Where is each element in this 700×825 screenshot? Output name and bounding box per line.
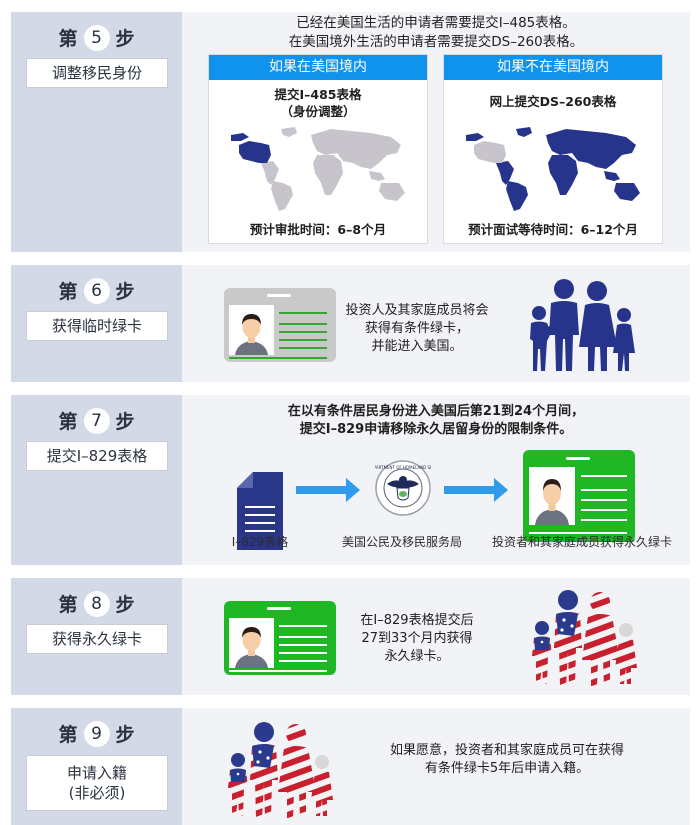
step-7-title: 提交I–829表格: [26, 441, 168, 471]
american-flag-family-icon: [532, 590, 637, 686]
step-number-badge: 6: [83, 277, 110, 304]
world-map-non-us-highlighted-icon: [466, 127, 640, 211]
step-prefix: 第: [58, 28, 78, 50]
step-7-sidebar: 第 7 步 提交I–829表格: [11, 395, 182, 565]
green-card-icon: [523, 450, 635, 542]
flow-label-uscis: 美国公民及移民服务局: [341, 535, 462, 549]
american-flag-family-icon: [228, 722, 333, 818]
flow-arrow-2: [444, 478, 508, 502]
step-9-heading: 第 9 步: [11, 720, 182, 747]
step-7-intro-line-2: 提交I–829申请移除永久居留身份的限制条件。: [299, 421, 573, 437]
panel-outside-us-subtitle: 网上提交DS–260表格: [489, 94, 617, 109]
step-9-text-line-1: 如果愿意，投资者和其家庭成员可在获得: [389, 743, 624, 758]
step-5-intro-line-2: 在美国境外生活的申请者需要提交DS–260表格。: [288, 33, 584, 50]
step-9-section: 第 9 步 申请入籍 (非必须): [11, 708, 690, 825]
step-5-heading: 第 5 步: [11, 24, 182, 51]
step-7-section: 第 7 步 提交I–829表格 在以有条件居民身份进入美国后第21到24个月间，…: [11, 395, 690, 565]
step-suffix: 步: [115, 724, 135, 746]
step-8-title: 获得永久绿卡: [26, 624, 168, 654]
step-number-badge: 9: [83, 720, 110, 747]
step-8-heading: 第 8 步: [11, 590, 182, 617]
step-suffix: 步: [115, 28, 135, 50]
panel-outside-us: 如果不在美国境内 网上提交DS–260表格 预计面试等待时间：6–12个月: [443, 54, 663, 244]
step-5-content: 已经在美国生活的申请者需要提交I–485表格。 在美国境外生活的申请者需要提交D…: [182, 12, 690, 252]
step-6-text-line-1: 投资人及其家庭成员将会: [345, 303, 489, 318]
world-map-us-highlighted-icon: [231, 127, 405, 211]
dhs-seal-icon: U.S. DEPARTMENT OF HOMELAND SECURITY: [375, 460, 431, 516]
step-prefix: 第: [58, 281, 78, 303]
person-avatar-icon: [235, 314, 268, 355]
document-icon: [237, 472, 283, 550]
step-suffix: 步: [115, 594, 135, 616]
step-suffix: 步: [115, 281, 135, 303]
step-9-content: 如果愿意，投资者和其家庭成员可在获得 有条件绿卡5年后申请入籍。: [182, 708, 690, 825]
step-8-content: 在I–829表格提交后 27到33个月内获得 永久绿卡。: [182, 578, 690, 695]
panel-inside-us-subtitle: 提交I–485表格: [274, 87, 362, 102]
flow-arrow-1: [296, 478, 360, 502]
temporary-id-card-icon: [224, 288, 336, 362]
step-8-section: 第 8 步 获得永久绿卡 在I–829表格提交后: [11, 578, 690, 695]
step-8-text-line-1: 在I–829表格提交后: [360, 613, 474, 628]
step-9-title: 申请入籍 (非必须): [26, 755, 168, 811]
step-prefix: 第: [58, 724, 78, 746]
panel-inside-us: 如果在美国境内 提交I–485表格 （身份调整） 预计审批时间：6–8个月: [208, 54, 428, 244]
step-number-badge: 8: [83, 590, 110, 617]
panel-outside-us-header: 如果不在美国境内: [444, 55, 662, 80]
step-6-section: 第 6 步 获得临时绿卡 投资人及其家庭成员将会: [11, 265, 690, 382]
step-6-sidebar: 第 6 步 获得临时绿卡: [11, 265, 182, 382]
step-5-intro-line-1: 已经在美国生活的申请者需要提交I–485表格。: [296, 15, 576, 31]
flow-label-green-card: 投资者和其家庭成员获得永久绿卡: [491, 535, 672, 549]
step-8-text-line-2: 27到33个月内获得: [361, 630, 473, 646]
family-silhouette-icon: [530, 279, 635, 371]
person-avatar-icon: [535, 479, 569, 525]
step-7-content: 在以有条件居民身份进入美国后第21到24个月间， 提交I–829申请移除永久居留…: [182, 395, 690, 565]
step-9-text-line-2: 有条件绿卡5年后申请入籍。: [424, 760, 590, 776]
step-prefix: 第: [58, 594, 78, 616]
step-5-title: 调整移民身份: [26, 58, 168, 88]
panel-inside-us-subtitle-2: （身份调整）: [280, 104, 356, 120]
step-9-title-line-2: (非必须): [68, 784, 126, 802]
step-6-content: 投资人及其家庭成员将会 获得有条件绿卡， 并能进入美国。: [182, 265, 690, 382]
panel-inside-us-footer: 预计审批时间：6–8个月: [249, 222, 387, 237]
svg-text:U.S. DEPARTMENT OF HOMELAND SE: U.S. DEPARTMENT OF HOMELAND SECURITY: [375, 465, 431, 470]
person-avatar-icon: [235, 627, 268, 668]
panel-outside-us-footer: 预计面试等待时间：6–12个月: [468, 222, 638, 237]
step-7-heading: 第 7 步: [11, 407, 182, 434]
step-6-text-line-3: 并能进入美国。: [371, 338, 463, 354]
flow-label-form: I–829表格: [231, 535, 289, 549]
step-9-title-line-1: 申请入籍: [66, 763, 127, 782]
step-8-text-line-3: 永久绿卡。: [384, 648, 450, 664]
green-card-icon: [224, 601, 336, 675]
step-8-sidebar: 第 8 步 获得永久绿卡: [11, 578, 182, 695]
step-6-title: 获得临时绿卡: [26, 311, 168, 341]
step-suffix: 步: [115, 411, 135, 433]
step-6-heading: 第 6 步: [11, 277, 182, 304]
step-7-intro-line-1: 在以有条件居民身份进入美国后第21到24个月间，: [287, 404, 585, 419]
step-prefix: 第: [58, 411, 78, 433]
step-5-sidebar: 第 5 步 调整移民身份: [11, 12, 182, 252]
step-6-text-line-2: 获得有条件绿卡，: [364, 320, 469, 336]
step-number-badge: 7: [83, 407, 110, 434]
step-number-badge: 5: [83, 24, 110, 51]
step-5-section: 第 5 步 调整移民身份 已经在美国生活的申请者需要提交I–485表格。 在美国…: [11, 12, 690, 252]
panel-inside-us-header: 如果在美国境内: [209, 55, 427, 80]
step-9-sidebar: 第 9 步 申请入籍 (非必须): [11, 708, 182, 825]
